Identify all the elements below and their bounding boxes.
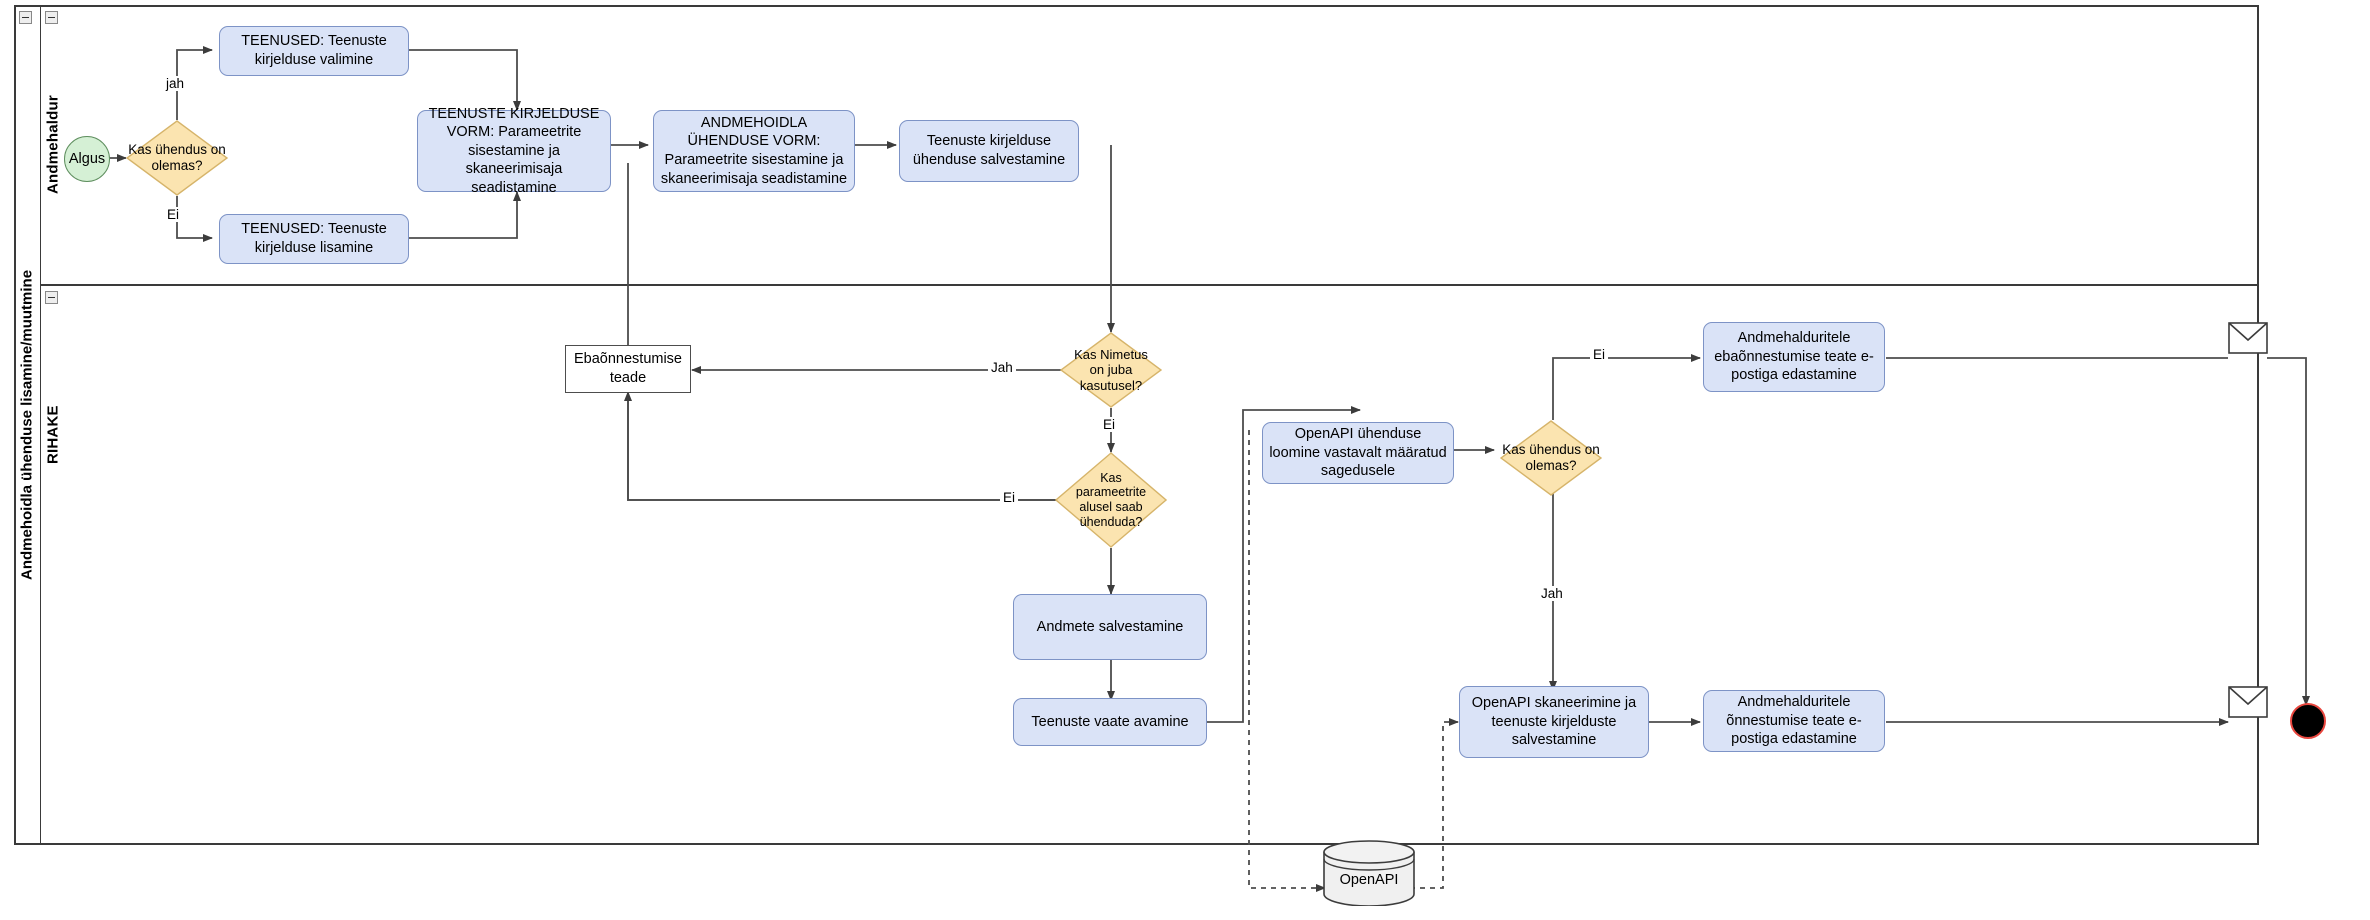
gateway-params-can-connect[interactable]: Kas parameetrite alusel saab ühenduda?: [1054, 452, 1168, 548]
pool-collapse-icon[interactable]: [19, 11, 32, 24]
task-save-data-label: Andmete salvestamine: [1036, 618, 1184, 635]
message-event-bottom[interactable]: [2228, 686, 2268, 718]
task-open-services-view-label: Teenuste vaate avamine: [1031, 713, 1189, 730]
edge-label-jah-name-used: Jah: [988, 360, 1016, 375]
task-select-service-description[interactable]: TEENUSED: Teenuste kirjelduse valimine: [219, 26, 409, 76]
data-store-openapi[interactable]: OpenAPI: [1322, 840, 1416, 907]
gateway-name-already-used[interactable]: Kas Nimetus on juba kasutusel?: [1059, 332, 1163, 408]
task-warehouse-connection-form[interactable]: ANDMEHOIDLA ÜHENDUSE VORM: Parameetrite …: [653, 110, 855, 192]
diamond-shape: [125, 120, 229, 196]
lane-rihake-collapse-icon[interactable]: [45, 291, 58, 304]
envelope-icon: [2228, 686, 2268, 718]
task-service-description-form[interactable]: TEENUSTE KIRJELDUSE VORM: Parameetrite s…: [417, 106, 611, 196]
envelope-icon: [2228, 322, 2268, 354]
pool-title: Andmehoidla ühenduse lisamine/muutmine: [18, 269, 36, 581]
task-email-success-notice[interactable]: Andmehalduritele õnnestumise teate e-pos…: [1703, 690, 1885, 752]
task-add-service-description[interactable]: TEENUSED: Teenuste kirjelduse lisamine: [219, 214, 409, 264]
edge-label-ei-connection-bottom: Ei: [1590, 347, 1609, 362]
diamond-shape: [1059, 332, 1163, 408]
start-event-label: Algus: [68, 151, 106, 167]
message-failure-notice[interactable]: Ebaõnnestumise teade: [565, 345, 691, 393]
lane-andmehaldur-collapse-icon[interactable]: [45, 11, 58, 24]
edge-label-ei-top: Ei: [164, 207, 183, 222]
gateway-connection-exists-top[interactable]: Kas ühendus on olemas?: [125, 120, 229, 196]
diamond-shape: [1054, 452, 1168, 548]
task-open-services-view[interactable]: Teenuste vaate avamine: [1013, 698, 1207, 746]
task-email-failure-notice-label: Andmehalduritele ebaõnnestumise teate e-…: [1714, 330, 1874, 384]
end-event[interactable]: [2290, 703, 2326, 739]
edge-label-jah-top: jah: [163, 76, 188, 91]
lane-andmehaldur: [40, 5, 2259, 285]
start-event-algus[interactable]: Algus: [64, 136, 110, 182]
lane-rihake: [40, 285, 2259, 845]
edge-label-ei-params: Ei: [1000, 490, 1019, 505]
task-openapi-scan-and-save-label: OpenAPI skaneerimine ja teenuste kirjeld…: [1471, 695, 1637, 749]
task-save-data[interactable]: Andmete salvestamine: [1013, 594, 1207, 660]
data-store-openapi-label: OpenAPI: [1339, 872, 1399, 888]
task-openapi-create-connection[interactable]: OpenAPI ühenduse loomine vastavalt määra…: [1262, 422, 1454, 484]
task-email-failure-notice[interactable]: Andmehalduritele ebaõnnestumise teate e-…: [1703, 322, 1885, 392]
task-openapi-create-connection-label: OpenAPI ühenduse loomine vastavalt määra…: [1269, 426, 1447, 480]
task-save-service-connection-label: Teenuste kirjelduse ühenduse salvestamin…: [912, 133, 1066, 168]
gateway-connection-exists-bottom[interactable]: Kas ühendus on olemas?: [1499, 420, 1603, 496]
task-select-service-description-label: TEENUSED: Teenuste kirjelduse valimine: [241, 33, 387, 68]
task-warehouse-connection-form-label: ANDMEHOIDLA ÜHENDUSE VORM: Parameetrite …: [660, 114, 848, 187]
edge-label-jah-connection-bottom: Jah: [1538, 586, 1566, 601]
message-failure-notice-label: Ebaõnnestumise teade: [573, 351, 682, 386]
edge-label-ei-name-used: Ei: [1100, 417, 1119, 432]
task-save-service-connection[interactable]: Teenuste kirjelduse ühenduse salvestamin…: [899, 120, 1079, 182]
task-email-success-notice-label: Andmehalduritele õnnestumise teate e-pos…: [1726, 694, 1862, 748]
diamond-shape: [1499, 420, 1603, 496]
lane-andmehaldur-label: Andmehaldur: [44, 95, 62, 195]
lane-rihake-label: RIHAKE: [44, 405, 62, 465]
task-service-description-form-label: TEENUSTE KIRJELDUSE VORM: Parameetrite s…: [428, 105, 600, 196]
task-add-service-description-label: TEENUSED: Teenuste kirjelduse lisamine: [241, 221, 387, 256]
message-event-top[interactable]: [2228, 322, 2268, 354]
task-openapi-scan-and-save[interactable]: OpenAPI skaneerimine ja teenuste kirjeld…: [1459, 686, 1649, 758]
